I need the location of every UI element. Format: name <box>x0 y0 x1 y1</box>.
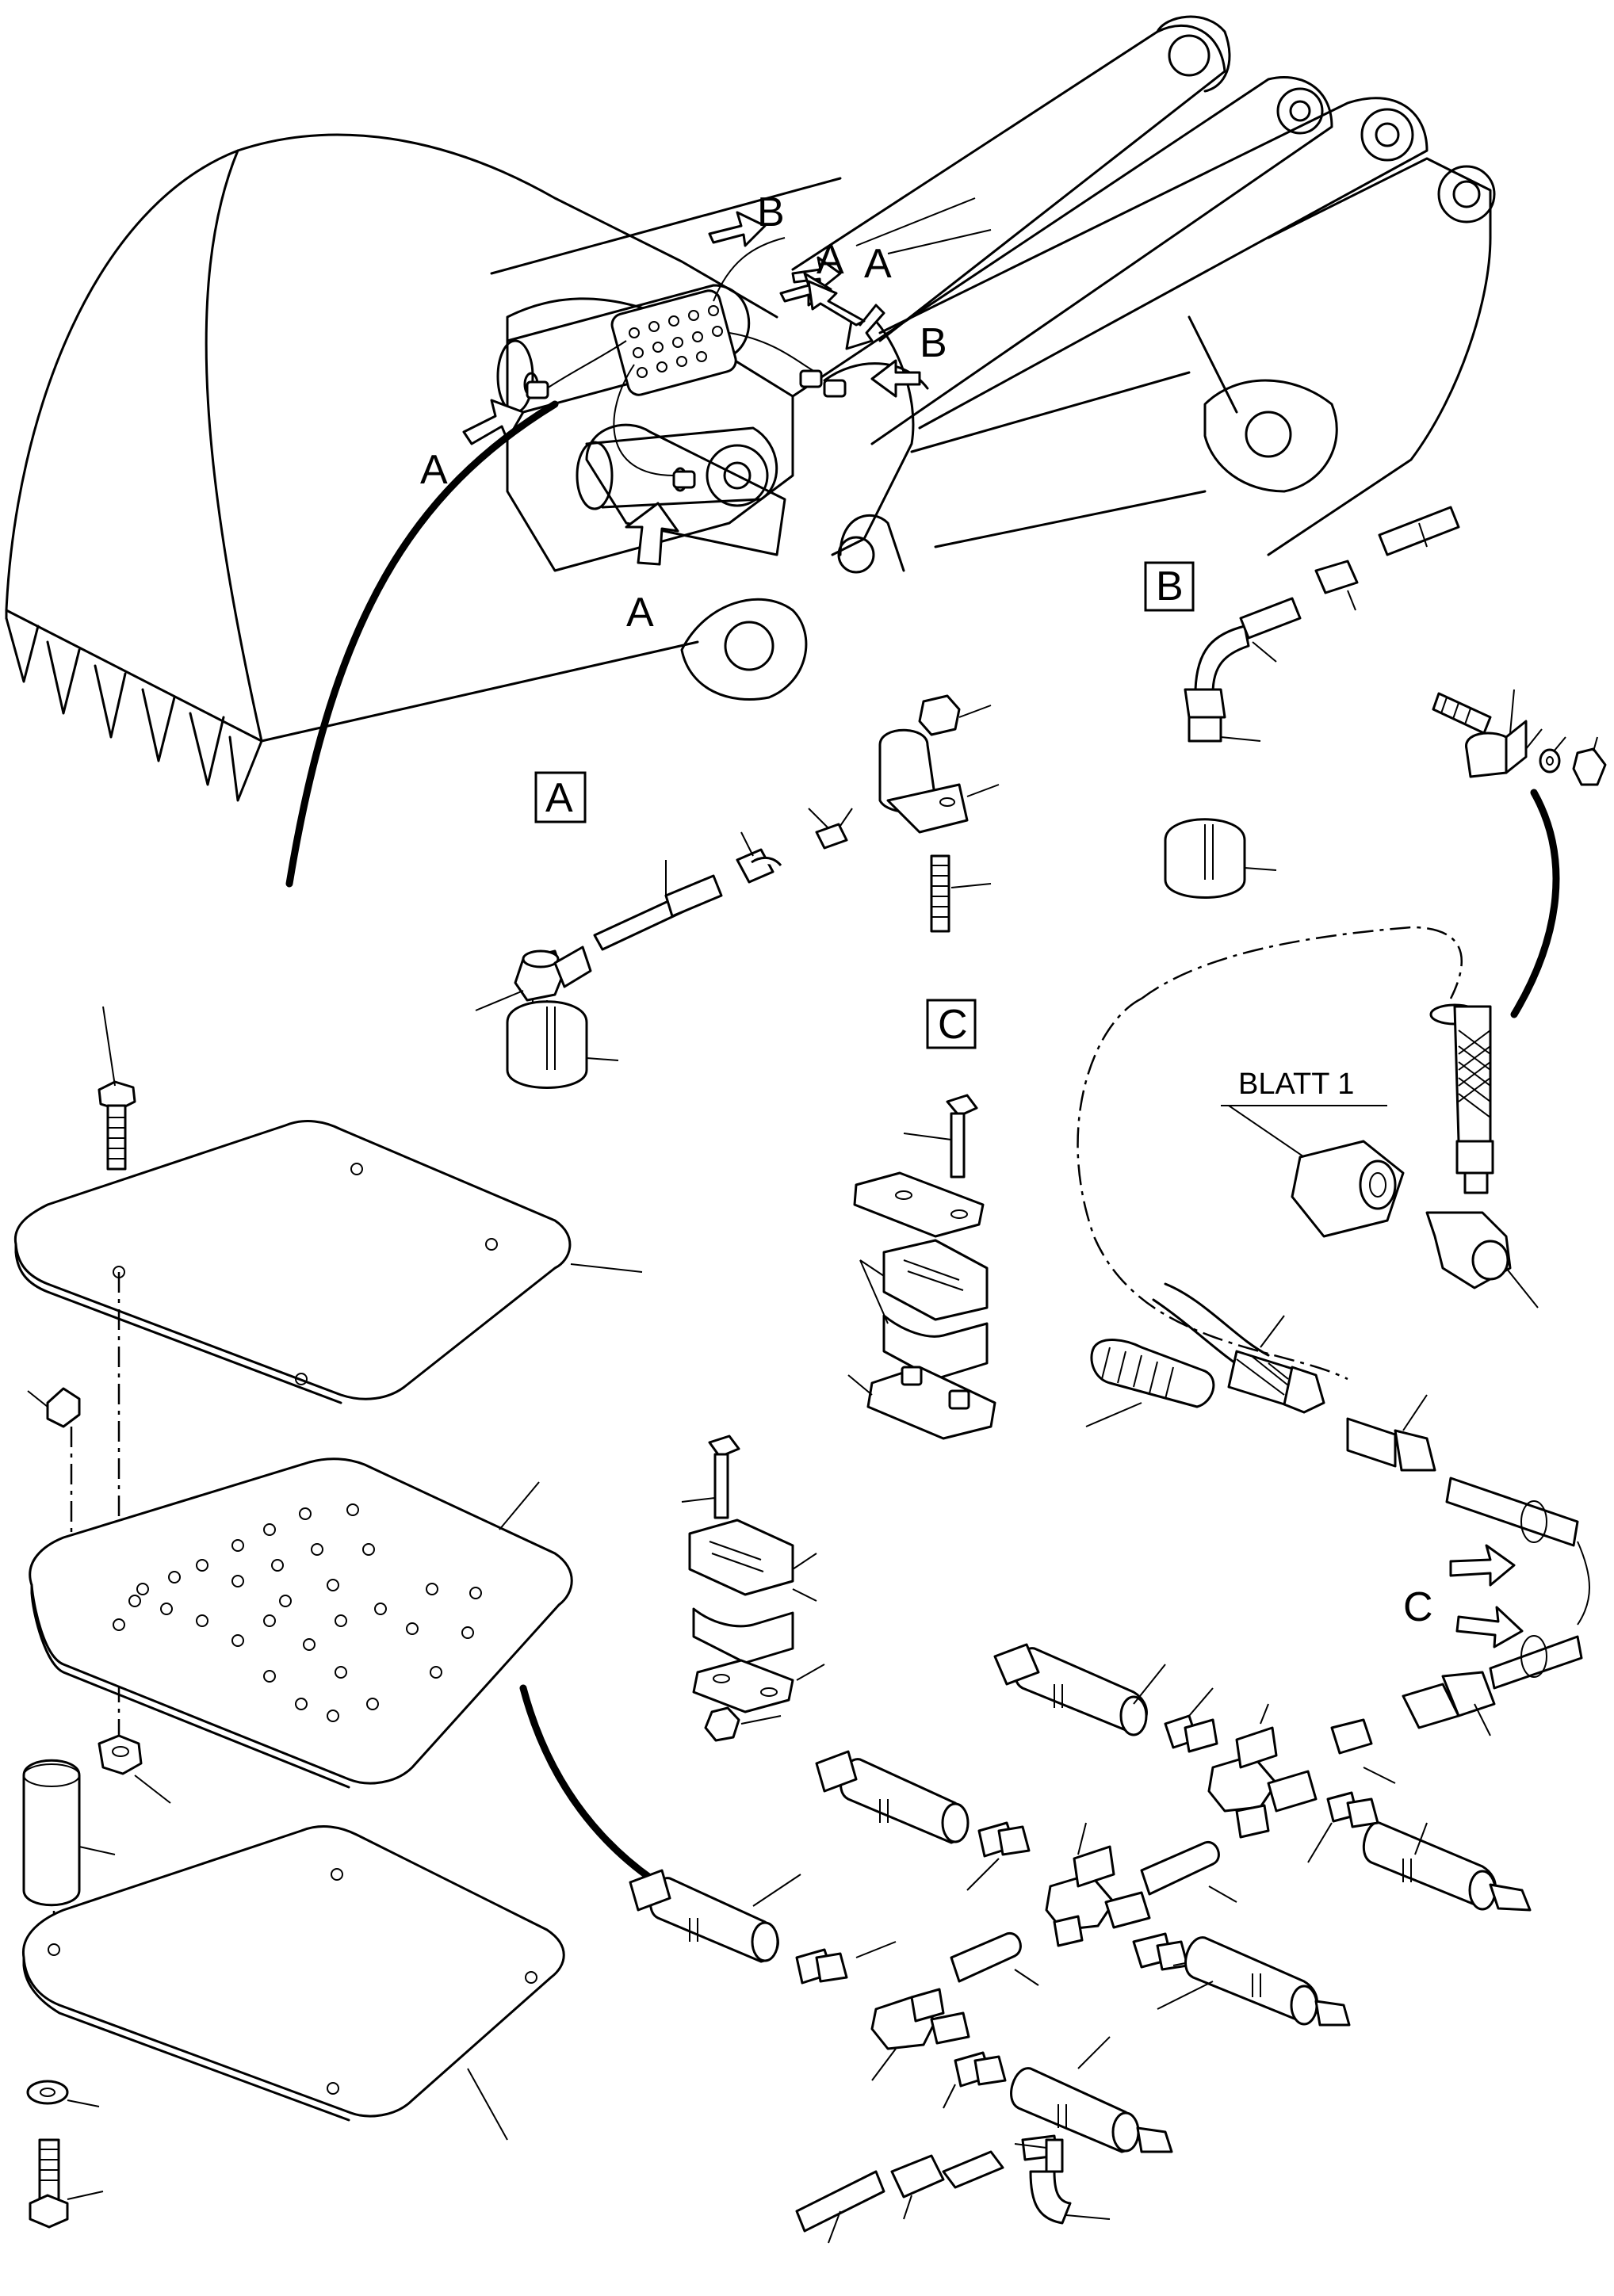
detail-a-group: A <box>475 694 1000 1089</box>
callout-a-left: A <box>420 447 448 493</box>
detail-b-box <box>1144 561 1195 612</box>
detail-b-hardware <box>1432 689 1607 1018</box>
detail-c-group: C <box>847 999 996 1440</box>
callout-b-right: B <box>920 320 947 366</box>
excavator-bucket-assembly <box>5 15 1496 802</box>
detail-b-hose-curve <box>1510 789 1560 1018</box>
detail-c-label: C <box>938 1002 968 1048</box>
distributor-assembly: C <box>629 1282 1590 2244</box>
blatt-hose-section: BLATT 1 <box>1077 926 1539 1381</box>
plate-holes <box>113 1503 482 1722</box>
callout-a-top-1: A <box>817 237 844 283</box>
blatt-label: BLATT 1 <box>1238 1068 1354 1101</box>
detail-b-label: B <box>1156 563 1184 609</box>
mounting-plates <box>13 1006 765 2229</box>
lube-hose-curve <box>285 400 559 888</box>
clamp-set-lower <box>681 1435 825 1742</box>
callout-a-top-2: A <box>864 241 892 287</box>
detail-a-label: A <box>545 775 573 821</box>
callout-a-bottom: A <box>626 590 654 636</box>
detail-c-box <box>926 999 977 1049</box>
callout-c: C <box>1403 1584 1433 1630</box>
detail-b-group: B <box>1144 506 1460 899</box>
callout-b-top: B <box>757 189 785 235</box>
detail-a-box <box>534 771 587 823</box>
